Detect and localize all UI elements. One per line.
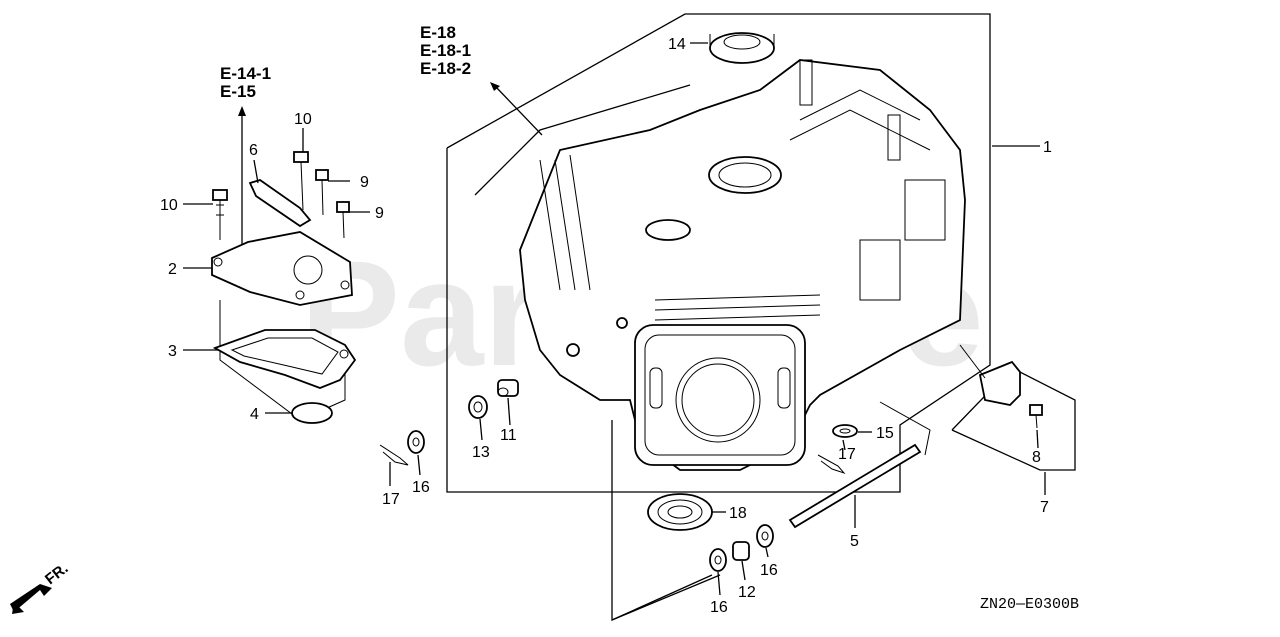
washer-15 [832, 424, 858, 438]
callout-4: 4 [250, 406, 259, 423]
cylinder-block [519, 59, 966, 471]
bolt-10-right [293, 151, 309, 211]
bolt-9-lower [336, 201, 350, 239]
callout-12: 12 [738, 584, 756, 601]
callout-9-upper: 9 [360, 174, 369, 191]
collar-11 [497, 379, 519, 397]
reference-cover-2: E-15 [220, 82, 256, 101]
gasket [212, 329, 357, 389]
callout-8: 8 [1032, 449, 1041, 466]
reference-arrow-cover [238, 106, 246, 268]
callout-10-left: 10 [160, 197, 178, 214]
callout-5: 5 [850, 533, 859, 550]
clip-17-right [817, 454, 846, 475]
callout-16-bottom-left: 16 [710, 599, 728, 616]
oil-switch-7 [959, 344, 1021, 406]
screw-8 [1029, 404, 1043, 429]
bolt-9-upper [315, 169, 329, 216]
cap-plug [291, 402, 333, 424]
callout-6: 6 [249, 142, 258, 159]
assembly-outline [446, 13, 991, 493]
callout-17-left: 17 [382, 491, 400, 508]
callout-10-top: 10 [294, 111, 312, 128]
leader-lines [183, 42, 1046, 596]
callout-7: 7 [1040, 499, 1049, 516]
callout-15: 15 [876, 425, 894, 442]
washer-16-bottom-left [709, 548, 727, 572]
breather-plate [248, 179, 312, 228]
reference-engine-2: E-18-1 [420, 41, 471, 60]
shaft-5 [788, 401, 931, 529]
collar-12 [732, 541, 750, 561]
callout-14: 14 [668, 36, 686, 53]
reference-cover-1: E-14-1 [220, 64, 271, 83]
callout-11: 11 [500, 427, 517, 444]
callout-16-bottom-right: 16 [760, 562, 778, 579]
reference-arrow-engine [490, 82, 543, 136]
callout-13: 13 [472, 444, 490, 461]
clip-17-left [379, 444, 409, 466]
washer-13 [468, 395, 488, 419]
front-label: FR. [42, 560, 72, 588]
oil-seal [709, 32, 775, 64]
callout-16-left: 16 [412, 479, 430, 496]
washer-16-bottom-right [756, 524, 774, 548]
reference-engine-3: E-18-2 [420, 59, 471, 78]
reference-engine-1: E-18 [420, 23, 456, 42]
breather-cover [211, 231, 353, 306]
front-arrow-icon [10, 580, 52, 614]
bearing-18 [647, 493, 713, 531]
callout-18: 18 [729, 505, 747, 522]
washer-16-left [407, 430, 425, 454]
callout-3: 3 [168, 343, 177, 360]
callout-1: 1 [1043, 139, 1052, 156]
callout-9-lower: 9 [375, 205, 384, 222]
diagram-code: ZN20—E0300B [980, 596, 1079, 613]
bolt-10-left [212, 189, 228, 240]
callout-2: 2 [168, 261, 177, 278]
callout-17-right: 17 [838, 446, 856, 463]
